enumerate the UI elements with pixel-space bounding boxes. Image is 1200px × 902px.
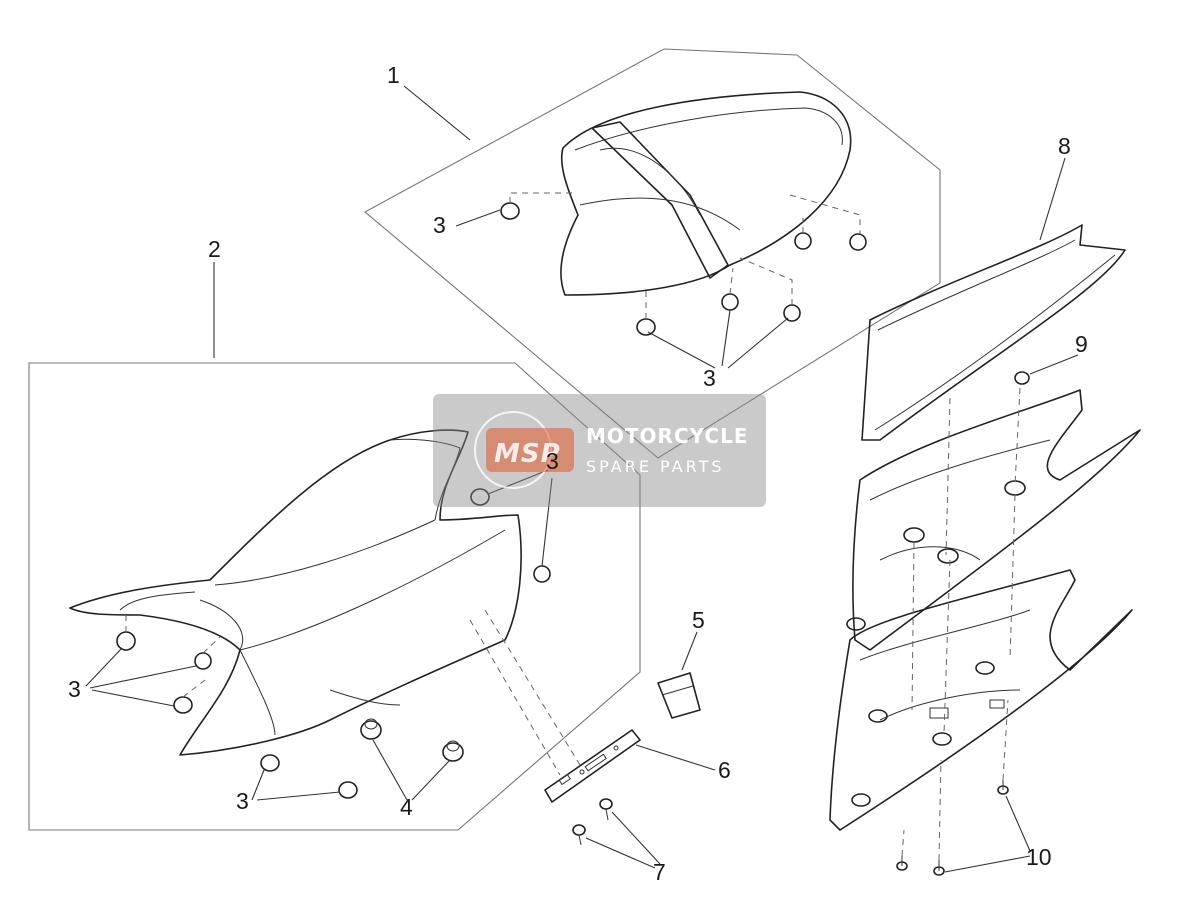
rider-seat-part: [69, 429, 522, 756]
leader-lines: [85, 85, 1079, 873]
callout-6: 6: [718, 757, 731, 783]
callout-3-rider-bottom: 3: [236, 788, 249, 814]
callout-3-top-left: 3: [433, 212, 446, 238]
callout-7: 7: [653, 859, 666, 885]
callout-3-top-bottom: 3: [703, 365, 716, 391]
watermark: MSP MOTORCYCLE SPARE PARTS: [433, 394, 766, 507]
grommets-seat-2: [116, 488, 551, 799]
callout-3-rider-left: 3: [68, 676, 81, 702]
tail-cover-part-8: [829, 224, 1141, 831]
nut-part-9: [1014, 371, 1030, 385]
callout-10: 10: [1026, 844, 1052, 870]
passenger-seat-part: [560, 91, 852, 296]
grommets-seat-1: [500, 192, 867, 336]
callout-4: 4: [400, 794, 413, 820]
group-frame-2: [28, 362, 641, 831]
callout-1: 1: [387, 62, 400, 88]
callout-8: 8: [1058, 133, 1071, 159]
callout-5: 5: [692, 607, 705, 633]
callout-9: 9: [1075, 331, 1088, 357]
fasteners-part-4: [360, 718, 464, 762]
callout-labels: 1 2 3 3 3 3 3 4 5 6 7 8 9 10: [68, 62, 1088, 885]
watermark-logo: MSP: [494, 439, 561, 469]
callout-3-rider-right: 3: [546, 448, 559, 474]
watermark-line2: SPARE PARTS: [586, 457, 725, 476]
screws-part-7: [572, 798, 613, 846]
group-frame-1: [364, 48, 941, 459]
bracket-part-6: [469, 609, 641, 803]
watermark-line1: MOTORCYCLE: [586, 424, 748, 448]
pad-part-5: [657, 672, 701, 719]
callout-2: 2: [208, 236, 221, 262]
screws-part-10: [896, 699, 1009, 876]
